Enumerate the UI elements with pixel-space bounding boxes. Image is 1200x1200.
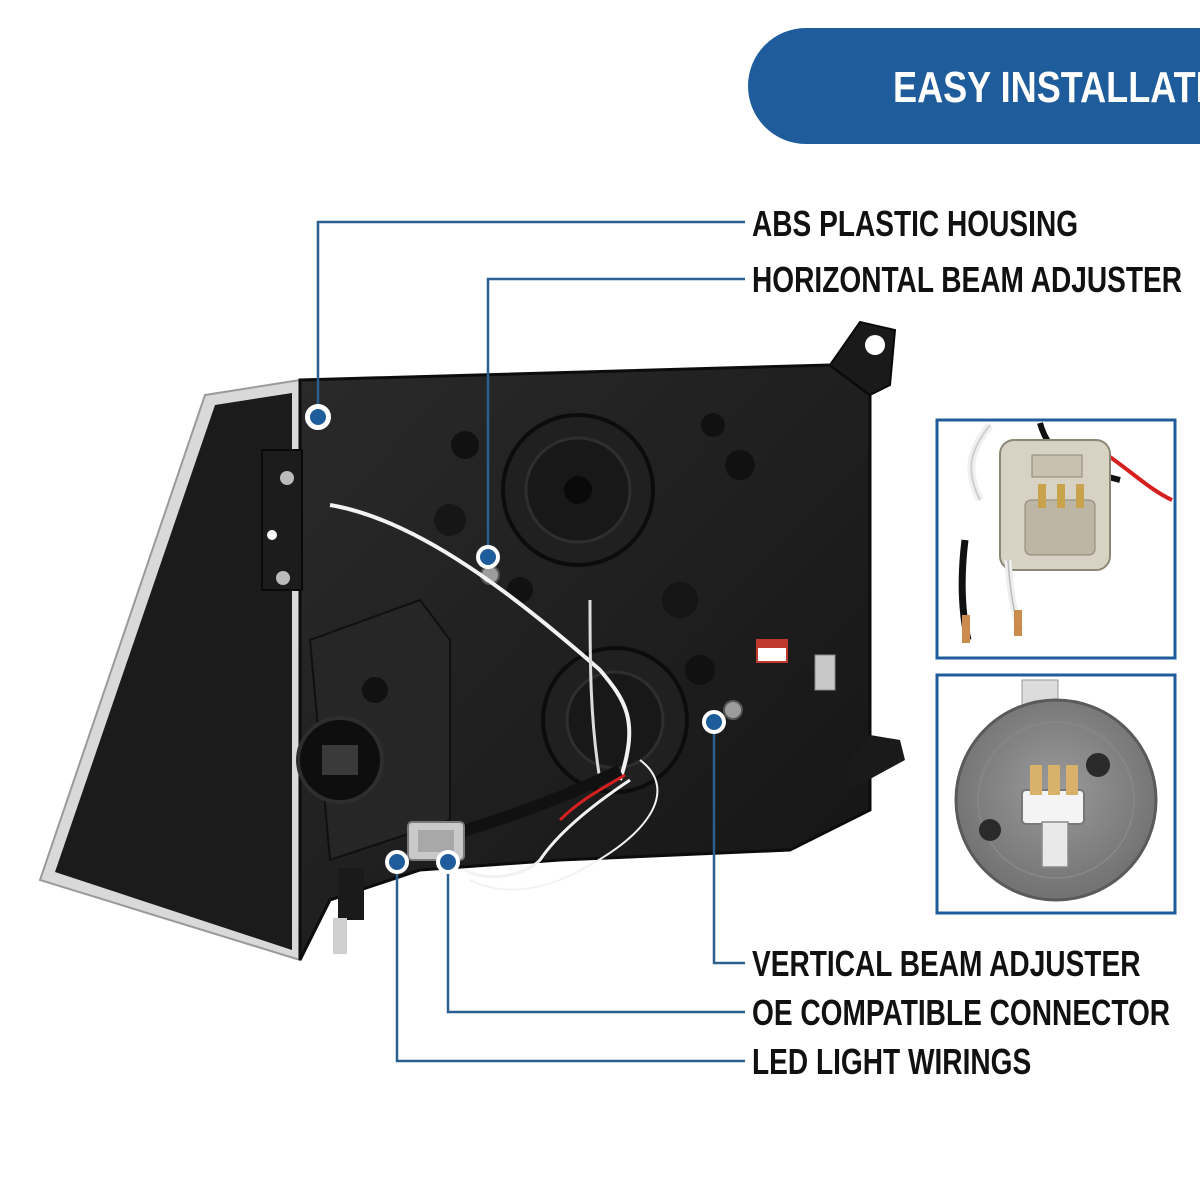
connector-closeup-inset [935,418,1177,660]
led-wiring-harness [329,503,659,891]
title-banner [748,28,1200,144]
callout-oe-compatible-connector: OE COMPATIBLE CONNECTOR [752,992,1171,1033]
callout-abs-plastic-housing: ABS PLASTIC HOUSING [752,203,1079,244]
headlight-housing [38,320,905,962]
callout-leaders [316,220,745,1063]
callout-horizontal-beam-adjuster: HORIZONTAL BEAM ADJUSTER [752,259,1183,300]
bulb-closeup-inset [935,673,1177,915]
callout-markers [305,404,726,874]
callout-vertical-beam-adjuster: VERTICAL BEAM ADJUSTER [752,943,1141,984]
callout-led-light-wirings: LED LIGHT WIRINGS [752,1041,1032,1082]
